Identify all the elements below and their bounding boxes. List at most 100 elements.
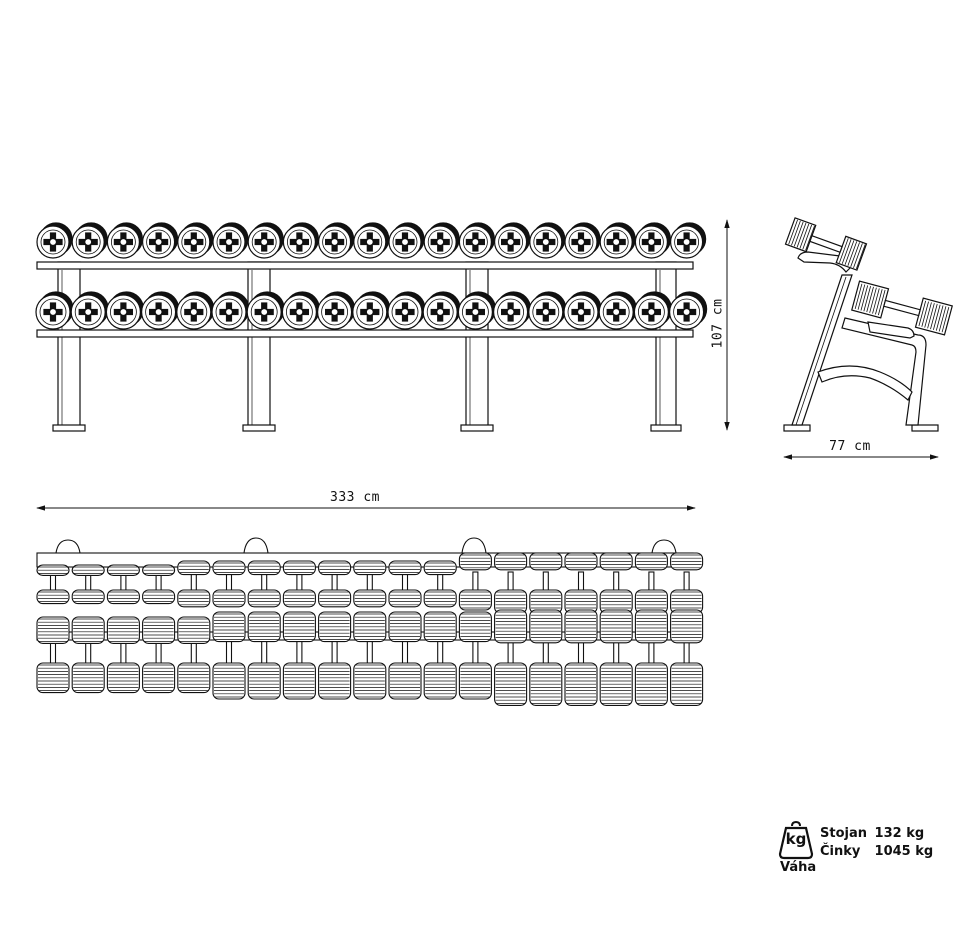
top-dumbbell: [142, 616, 176, 694]
weight-row-dumbbells: Činky 1045 kg: [820, 844, 933, 859]
dumbbell-end: [494, 222, 531, 259]
plate-stack: [212, 560, 246, 576]
plate-stack: [353, 611, 387, 643]
top-handle-4: [651, 539, 677, 554]
plate-stack: [106, 589, 140, 605]
plate-stack: [423, 589, 457, 608]
plate-stack: [212, 662, 246, 700]
dumbbell-end: [388, 222, 425, 259]
side-foot-left: [783, 424, 811, 432]
top-dumbbell: [247, 611, 281, 700]
plate-stack: [634, 589, 668, 614]
top-handle-1: [55, 539, 81, 554]
plate-stack: [318, 589, 352, 608]
plate-stack: [634, 662, 668, 706]
dumbbell-end: [634, 222, 672, 259]
top-dumbbell-row-lower: [36, 609, 704, 706]
weight-row-value: 132 kg: [874, 826, 925, 841]
plate-stack: [142, 564, 176, 576]
dumbbell-end: [105, 291, 145, 330]
top-dumbbell: [599, 552, 633, 614]
weight-row-label: Stojan: [820, 826, 867, 841]
depth-dimension-label: 77 cm: [829, 439, 871, 454]
top-dumbbell: [177, 616, 211, 694]
dumbbell-end: [387, 291, 426, 330]
dumbbell-end: [176, 291, 215, 330]
side-top-dumbbell-ridges: [788, 219, 866, 270]
plate-stack: [634, 609, 668, 644]
plate-stack: [282, 589, 316, 608]
plate-stack: [177, 616, 211, 644]
rack-leg: [242, 261, 276, 432]
plate-stack: [353, 589, 387, 608]
top-dumbbell: [353, 611, 387, 700]
top-dumbbell: [634, 609, 668, 706]
plate-stack: [36, 616, 70, 644]
plate-stack: [458, 611, 492, 643]
top-dumbbell: [282, 611, 316, 700]
top-dumbbell: [36, 564, 70, 605]
weight-icon: [778, 820, 814, 860]
plate-stack: [177, 589, 211, 608]
side-top-dumbbell: [784, 217, 868, 271]
rack-leg: [52, 261, 86, 432]
dumbbell-end: [353, 222, 390, 259]
plate-stack: [142, 589, 176, 605]
dumbbell-end: [282, 222, 319, 259]
top-dumbbell: [318, 611, 352, 700]
plate-stack: [599, 552, 633, 571]
plate-stack: [388, 560, 422, 576]
top-dumbbell: [388, 611, 422, 700]
plate-stack: [423, 662, 457, 700]
plate-stack: [247, 662, 281, 700]
plate-stack: [212, 611, 246, 643]
plate-stack: [458, 589, 492, 611]
dumbbell-end: [668, 291, 708, 330]
top-dumbbell: [529, 609, 563, 706]
top-dumbbell: [458, 552, 492, 611]
plate-stack: [388, 662, 422, 700]
top-dumbbell-row-upper: [36, 552, 704, 614]
dumbbell-end: [317, 291, 356, 330]
length-dimension-label: 333 cm: [330, 490, 380, 505]
top-dumbbell: [388, 560, 422, 608]
plate-stack: [494, 609, 528, 644]
top-dumbbell: [212, 560, 246, 608]
top-dumbbell: [142, 564, 176, 605]
dumbbell-end: [352, 291, 391, 330]
dumbbell-end: [106, 222, 144, 259]
plate-stack: [564, 662, 598, 706]
plate-stack: [177, 560, 211, 576]
dumbbell-end: [36, 222, 73, 259]
lower-rail: [36, 329, 694, 338]
plate-stack: [564, 552, 598, 571]
rack-leg: [460, 261, 494, 432]
dumbbell-end: [141, 291, 180, 330]
top-dumbbell: [353, 560, 387, 608]
side-main-leg: [791, 274, 853, 426]
rack-legs: [52, 261, 682, 432]
weights-caption: Váha: [780, 860, 817, 875]
plate-stack: [599, 609, 633, 644]
dumbbell-end: [599, 222, 636, 259]
plate-stack: [494, 552, 528, 571]
dumbbell-end: [177, 222, 214, 259]
plate-stack: [282, 611, 316, 643]
plate-stack: [564, 609, 598, 644]
plate-stack: [71, 616, 105, 644]
plate-stack: [106, 564, 140, 576]
plate-stack: [599, 662, 633, 706]
top-dumbbell: [106, 616, 140, 694]
top-dumbbell: [423, 560, 457, 608]
top-dumbbell: [36, 616, 70, 694]
dumbbell-end: [563, 291, 602, 330]
top-dumbbell: [318, 560, 352, 608]
dumbbell-end: [211, 291, 250, 330]
plate-stack: [634, 552, 668, 571]
plate-stack: [318, 662, 352, 700]
plate-stack: [247, 611, 281, 643]
upper-dumbbell-row: [36, 222, 707, 259]
dumbbell-end: [458, 222, 495, 259]
dumbbell-end: [281, 291, 320, 330]
